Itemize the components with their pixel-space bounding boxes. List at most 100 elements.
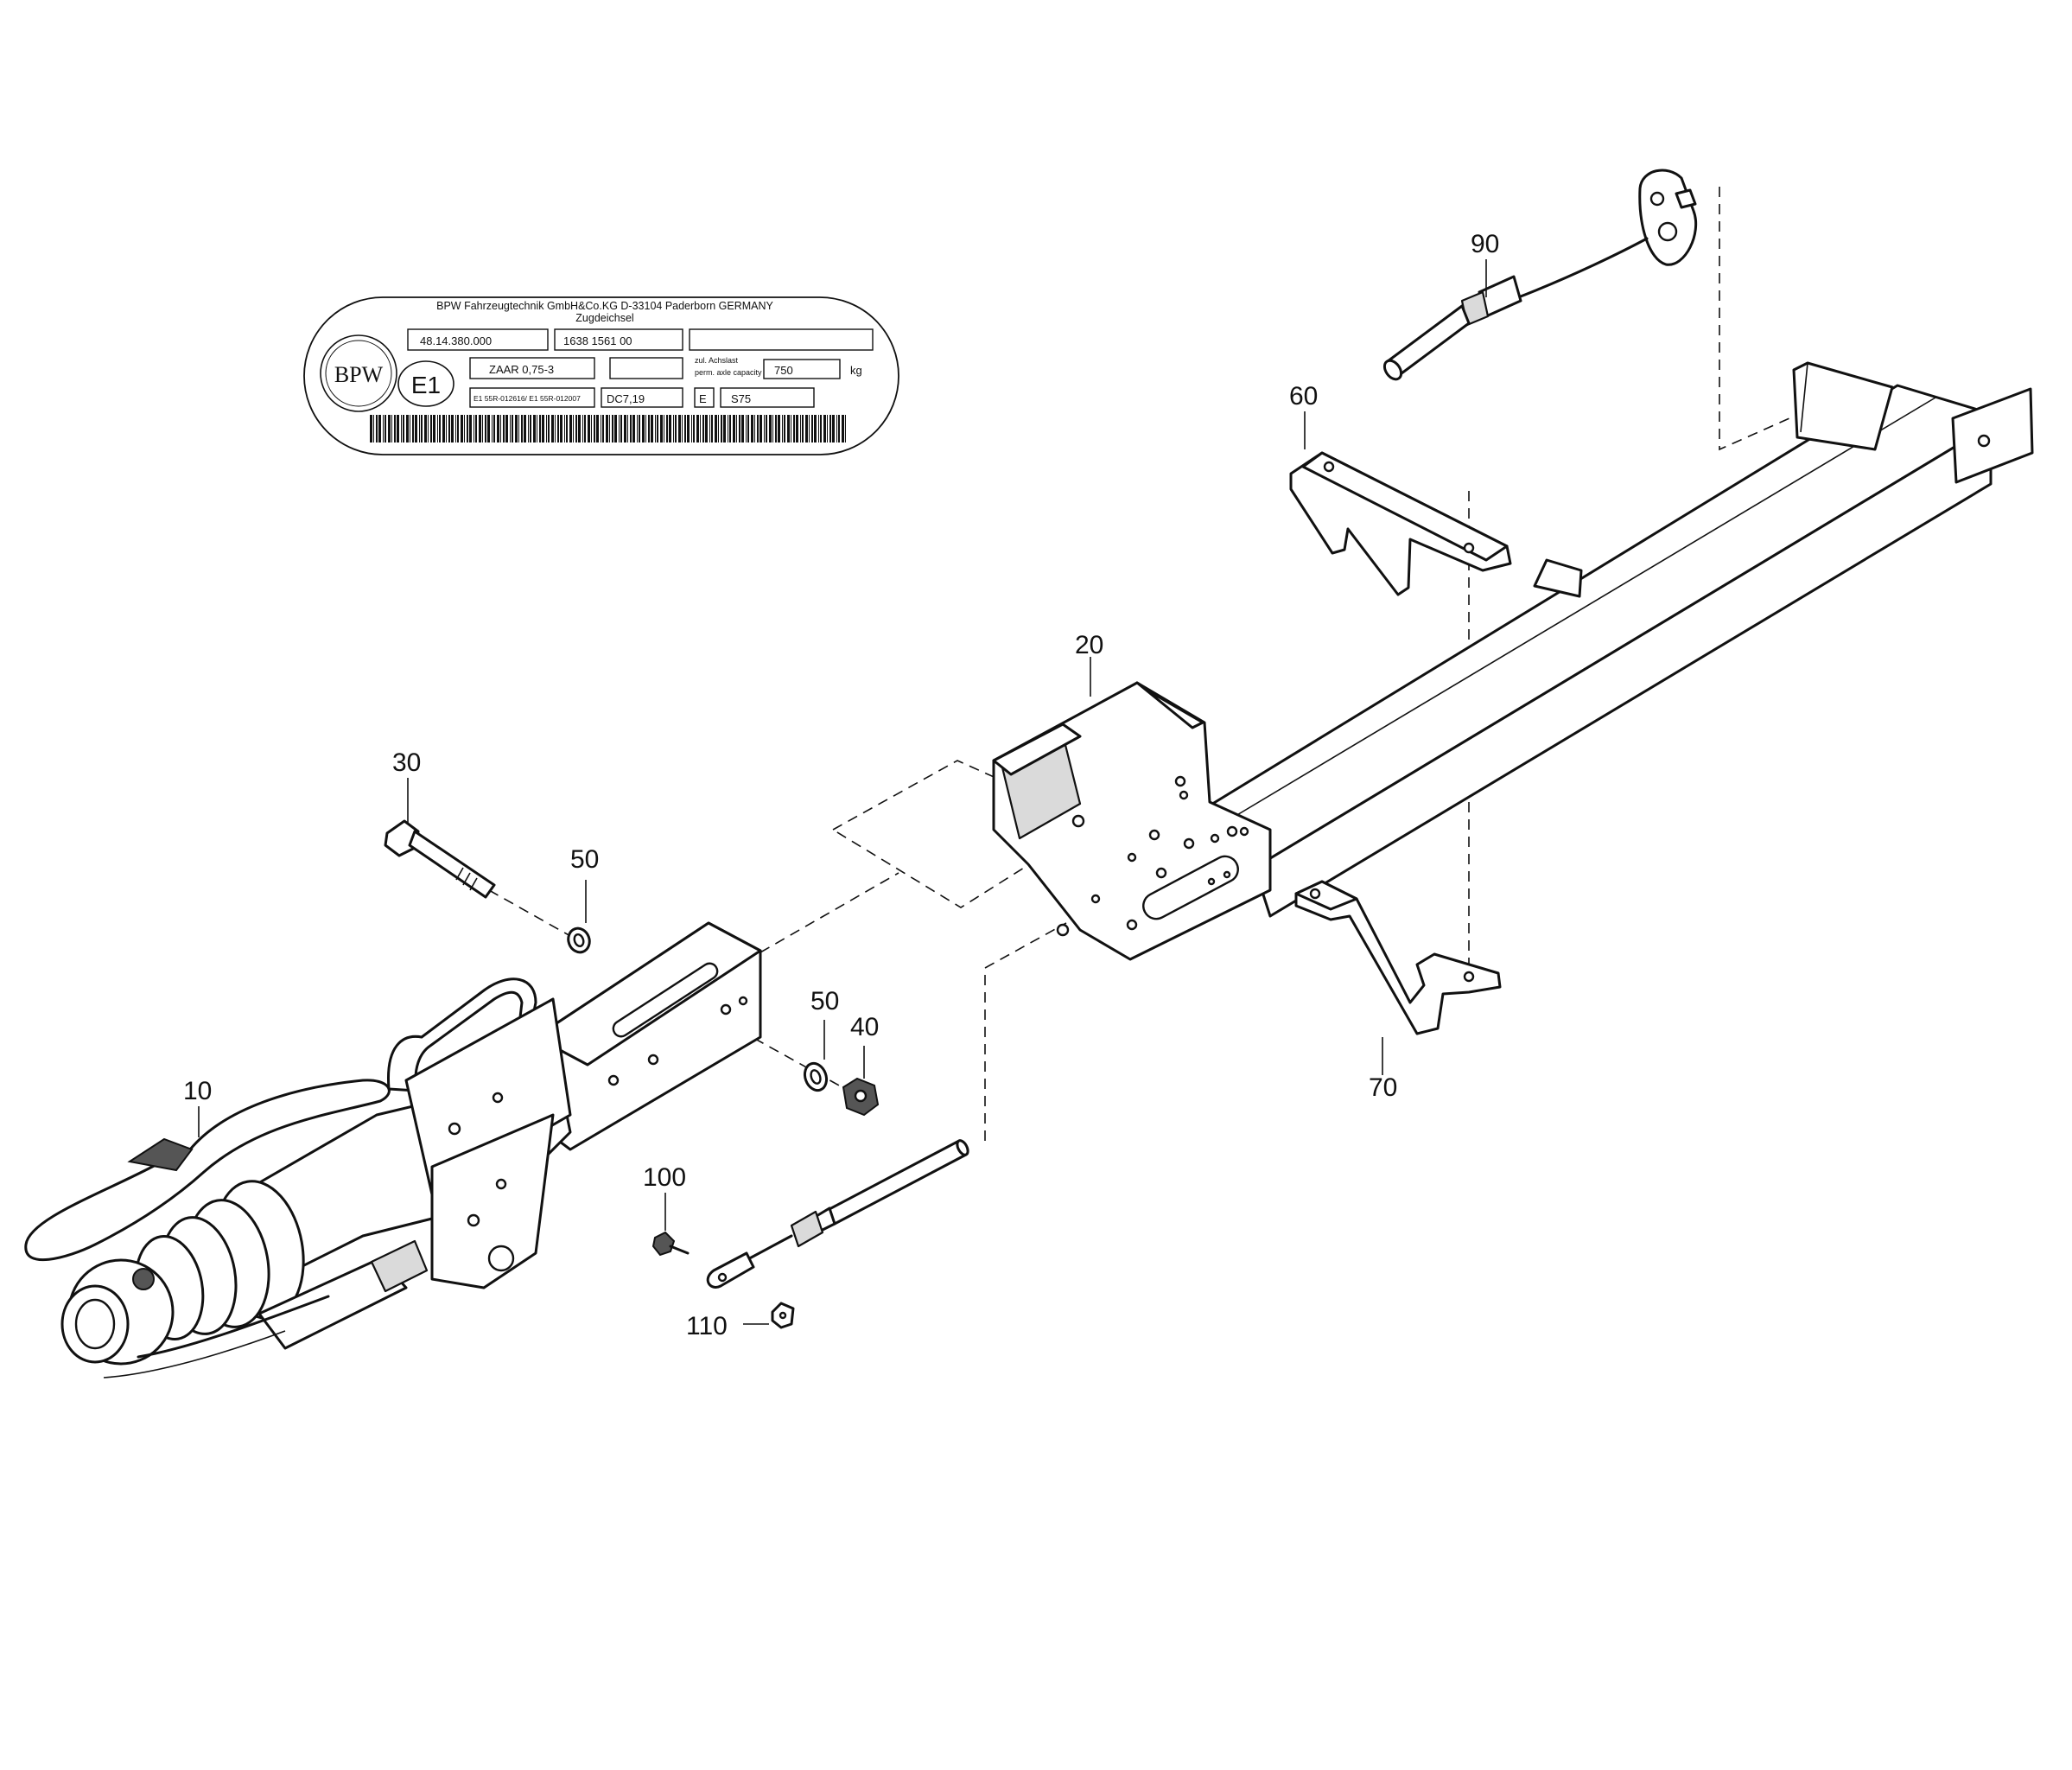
barcode-stripe <box>415 415 417 442</box>
barcode-stripe <box>524 415 526 442</box>
barcode-stripe <box>620 415 622 442</box>
barcode-stripe <box>487 415 490 442</box>
barcode-stripe <box>842 415 844 442</box>
barcode-stripe <box>820 415 822 442</box>
bolt-part-30 <box>384 819 496 899</box>
barcode-stripe <box>775 415 777 442</box>
washer-part-50-upper <box>567 926 591 954</box>
barcode-stripe <box>492 415 493 442</box>
barcode-stripe <box>612 415 613 442</box>
barcode-stripe <box>397 415 399 442</box>
e1-mark-text: E1 <box>411 372 441 398</box>
part-label-20: 20 <box>1075 631 1103 659</box>
plate-axle-value: 750 <box>774 364 793 377</box>
barcode-stripe <box>419 415 420 442</box>
barcode-stripe <box>624 415 626 442</box>
barcode-stripe <box>376 415 378 442</box>
barcode-stripe <box>370 415 372 442</box>
barcode-stripe <box>796 415 798 442</box>
plate-type: ZAAR 0,75-3 <box>489 363 554 376</box>
barcode-stripe <box>687 415 690 442</box>
barcode-stripe <box>700 415 701 442</box>
square-nut-part-110 <box>771 1302 795 1329</box>
plate-manufacturer: BPW Fahrzeugtechnik GmbH&Co.KG D-33104 P… <box>436 300 773 312</box>
part-label-40: 40 <box>850 1013 879 1041</box>
barcode-stripe <box>782 415 783 442</box>
barcode-stripe <box>455 415 456 442</box>
nut-part-40 <box>842 1077 880 1117</box>
part-label-60: 60 <box>1289 382 1318 411</box>
barcode-stripe <box>551 415 554 442</box>
plate-product: Zugdeichsel <box>575 312 633 324</box>
logo-lettering: BPW <box>334 362 384 387</box>
barcode-stripe <box>421 415 423 442</box>
barcode-stripe <box>446 415 447 442</box>
barcode-stripe <box>639 415 640 442</box>
barcode-stripe <box>642 415 645 442</box>
barcode-stripe <box>485 415 486 442</box>
barcode-stripe <box>805 415 808 442</box>
coupling-bracket-part-20 <box>992 681 1272 961</box>
barcode-stripe <box>632 415 635 442</box>
barcode-stripe <box>832 415 835 442</box>
barcode-stripe <box>747 415 749 442</box>
bracket-part-70 <box>1294 880 1502 1035</box>
barcode-stripe <box>566 415 568 442</box>
drawbar-beam <box>1208 361 2034 918</box>
part-label-100: 100 <box>643 1163 686 1192</box>
barcode-stripe <box>609 415 610 442</box>
e1-mark: E1 <box>397 360 454 407</box>
barcode-stripe <box>811 415 813 442</box>
barcode-stripe <box>678 415 681 442</box>
barcode-stripe <box>521 415 523 442</box>
barcode-stripe <box>373 415 374 442</box>
part-label-110: 110 <box>686 1312 728 1340</box>
bracket-60-hole-b <box>1463 542 1475 554</box>
plate-serial: 1638 1561 00 <box>563 334 632 347</box>
barcode-stripe <box>596 415 599 442</box>
barcode-stripe <box>645 415 646 442</box>
washer-part-50-lower <box>803 1061 829 1092</box>
plate-axle-label-de: zul. Achslast <box>695 356 739 365</box>
barcode-stripe <box>673 415 674 442</box>
barcode-stripe <box>802 415 804 442</box>
plate-approval: E1 55R-012616/ E1 55R-012007 <box>474 394 581 403</box>
barcode-stripe <box>809 415 810 442</box>
barcode-stripe <box>723 415 726 442</box>
barcode-stripe <box>746 415 747 442</box>
barcode-stripe <box>582 415 583 442</box>
barcode-stripe <box>818 415 819 442</box>
barcode-stripe <box>721 415 722 442</box>
barcode-stripe <box>693 415 695 442</box>
barcode-stripe <box>428 415 429 442</box>
barcode-stripe <box>705 415 708 442</box>
barcode-stripe <box>475 415 477 442</box>
plate-e: E <box>699 392 707 405</box>
screw-part-100 <box>651 1231 690 1257</box>
barcode-stripe <box>741 415 744 442</box>
barcode-stripe <box>729 415 731 442</box>
barcode-stripe <box>539 415 541 442</box>
barcode-stripe <box>430 415 432 442</box>
barcode-stripe <box>403 415 404 442</box>
part-label-70: 70 <box>1369 1073 1397 1102</box>
barcode-stripe <box>648 415 650 442</box>
barcode-stripe <box>479 415 481 442</box>
barcode-stripe <box>493 415 495 442</box>
barcode-stripe <box>394 415 396 442</box>
barcode-stripe <box>388 415 391 442</box>
barcode-stripe <box>651 415 653 442</box>
barcode-stripe <box>500 415 501 442</box>
brake-cable <box>706 1139 969 1289</box>
barcode-stripe <box>503 415 505 442</box>
barcode-stripe <box>823 415 826 442</box>
barcode-stripe <box>829 415 831 442</box>
barcode-stripe <box>457 415 459 442</box>
barcode-stripe <box>836 415 837 442</box>
barcode-stripe <box>606 415 608 442</box>
barcode-stripe <box>766 415 767 442</box>
barcode-stripe <box>542 415 544 442</box>
barcode-stripe <box>715 415 717 442</box>
barcode-stripe <box>433 415 435 442</box>
